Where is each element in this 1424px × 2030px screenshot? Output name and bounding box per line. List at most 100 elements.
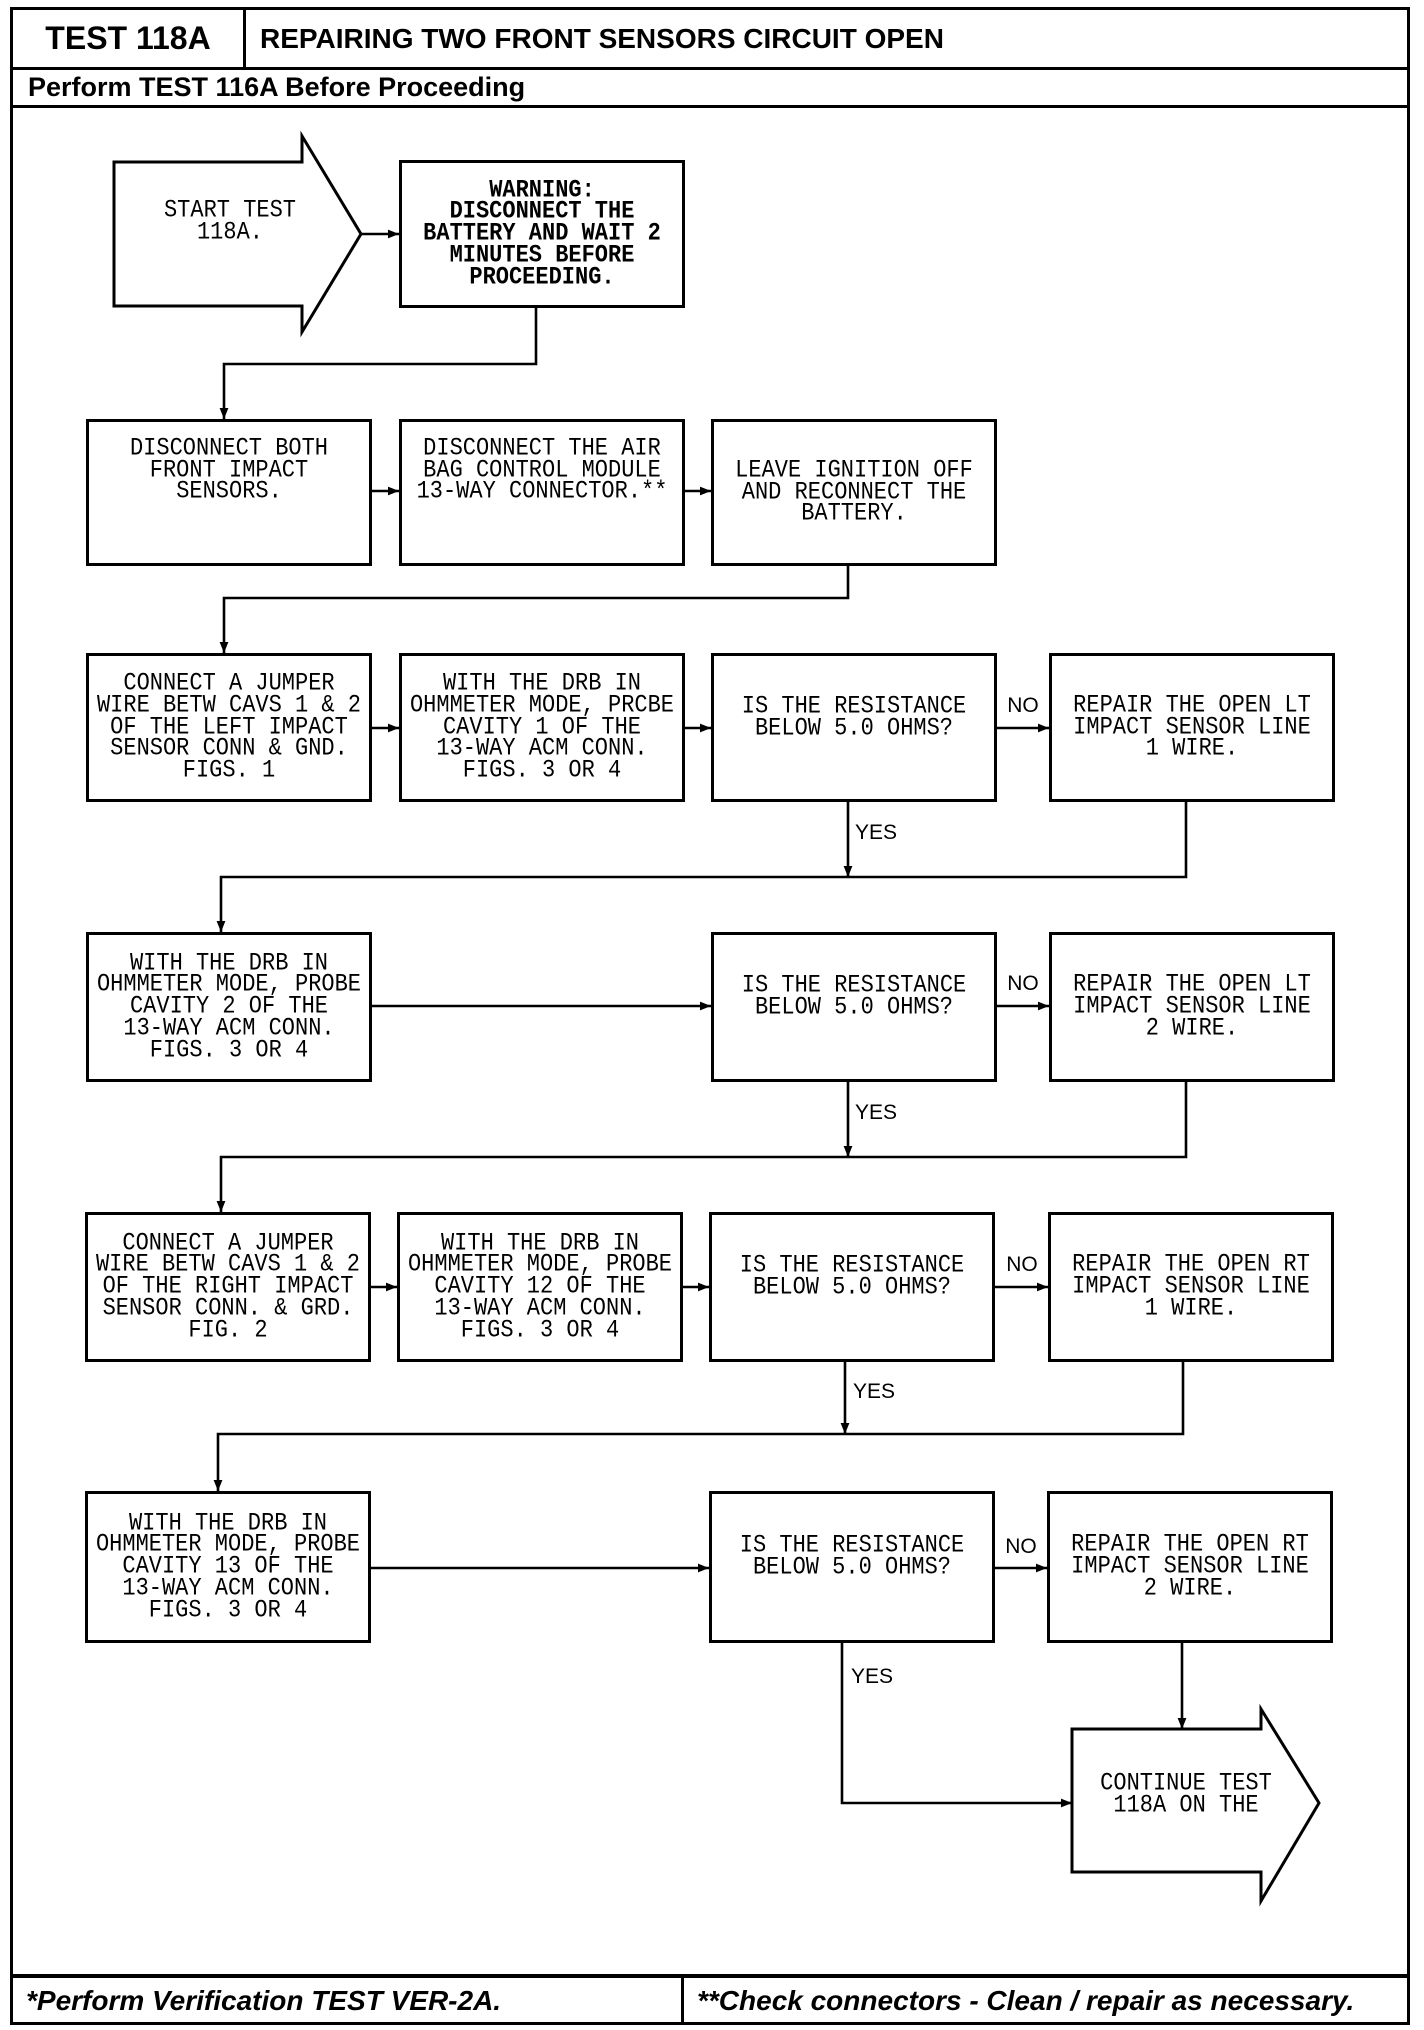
step-text-line: OHMMETER MODE, PRCBE xyxy=(409,691,675,720)
step-text-line: IMPACT SENSOR LINE xyxy=(1073,992,1311,1021)
no-branch-label: NO xyxy=(1007,694,1039,717)
continue-block-arrow xyxy=(1070,1703,1321,1907)
no-branch-label: NO xyxy=(1007,972,1039,995)
step-text-line: 13-WAY ACM CONN. xyxy=(434,1294,646,1323)
resistance-check-2-decision: IS THE RESISTANCE BELOW 5.0 OHMS? xyxy=(711,932,997,1082)
step-text-line: REPAIR THE OPEN RT xyxy=(1071,1530,1309,1559)
step-text-line: FIGS. 3 OR 4 xyxy=(148,1596,308,1625)
step-text-line: CAVITY 2 OF THE xyxy=(129,992,329,1021)
step-text-line: WITH THE DRB IN xyxy=(129,948,329,977)
step-text-line: 2 WIRE. xyxy=(1143,1574,1237,1603)
footer-rule xyxy=(10,1974,1410,1978)
warning-step: WARNING: DISCONNECT THE BATTERY AND WAIT… xyxy=(399,160,685,308)
step-text-line: CAVITY 12 OF THE xyxy=(434,1272,646,1301)
step-text-line: 118A ON THE xyxy=(1113,1790,1259,1819)
disconnect-sensors-step: DISCONNECT BOTH FRONT IMPACT SENSORS. xyxy=(86,419,372,566)
step-text-line: FIG. 2 xyxy=(188,1316,268,1345)
step-text-line: WARNING: xyxy=(489,175,595,204)
step-text-line: 2 WIRE. xyxy=(1145,1014,1239,1043)
step-text-line: SENSORS. xyxy=(176,477,282,506)
repair-rt-line-2-step: REPAIR THE OPEN RT IMPACT SENSOR LINE 2 … xyxy=(1047,1491,1333,1643)
repair-lt-line-2-step: REPAIR THE OPEN LT IMPACT SENSOR LINE 2 … xyxy=(1049,932,1335,1082)
step-text-line: FIGS. 3 OR 4 xyxy=(462,756,622,785)
jumper-left-step: CONNECT A JUMPER WIRE BETW CAVS 1 & 2 OF… xyxy=(86,653,372,802)
prerequisite-note: Perform TEST 116A Before Proceeding xyxy=(28,72,526,102)
step-text-line: IMPACT SENSOR LINE xyxy=(1071,1552,1309,1581)
step-text-line: BAG CONTROL MODULE xyxy=(423,456,661,485)
page-frame xyxy=(10,7,1410,2025)
step-text-line: 13-WAY ACM CONN. xyxy=(122,1574,334,1603)
step-text-line: BATTERY AND WAIT 2 xyxy=(423,219,661,248)
step-text-line: CONNECT A JUMPER xyxy=(122,1228,334,1257)
step-text-line: WIRE BETW CAVS 1 & 2 xyxy=(95,1250,361,1279)
step-text-line: DISCONNECT THE xyxy=(449,197,635,226)
disconnect-module-step: DISCONNECT THE AIR BAG CONTROL MODULE 13… xyxy=(399,419,685,566)
step-text-line: 13-WAY ACM CONN. xyxy=(123,1014,335,1043)
step-text-line: START TEST xyxy=(163,196,297,225)
step-text-line: SENSOR CONN. & GRD. xyxy=(102,1294,354,1323)
step-text-line: CAVITY 1 OF THE xyxy=(442,713,642,742)
repair-lt-line-1-step: REPAIR THE OPEN LT IMPACT SENSOR LINE 1 … xyxy=(1049,653,1335,802)
yes-branch-label: YES xyxy=(855,1101,898,1124)
step-text-line: AND RECONNECT THE xyxy=(741,478,967,507)
jumper-right-step: CONNECT A JUMPER WIRE BETW CAVS 1 & 2 OF… xyxy=(85,1212,371,1362)
no-branch-label: NO xyxy=(1005,1535,1037,1558)
no-branch-label: NO xyxy=(1006,1253,1038,1276)
continue-step: CONTINUE TEST 118A ON THE xyxy=(1072,1729,1300,1872)
step-text-line: OF THE LEFT IMPACT xyxy=(110,713,348,742)
yes-branch-label: YES xyxy=(853,1380,896,1403)
connector-repair-lt-1-return xyxy=(216,802,1188,932)
start-block-arrow xyxy=(112,130,363,338)
connector-repair-lt-2-return xyxy=(216,1082,1188,1212)
yes-branch-label: YES xyxy=(855,821,898,844)
step-text-line: CAVITY 13 OF THE xyxy=(122,1552,334,1581)
step-text-line: WIRE BETW CAVS 1 & 2 xyxy=(96,691,362,720)
page-title: REPAIRING TWO FRONT SENSORS CIRCUIT OPEN xyxy=(260,22,944,54)
step-text-line: REPAIR THE OPEN LT xyxy=(1073,691,1311,720)
header-divider xyxy=(243,7,246,69)
probe-cavity-13-step: WITH THE DRB IN OHMMETER MODE, PROBE CAV… xyxy=(85,1491,371,1643)
step-text-line: 118A. xyxy=(196,218,263,247)
step-text-line: DISCONNECT BOTH xyxy=(129,434,329,463)
step-text-line: MINUTES BEFORE xyxy=(449,241,635,270)
probe-cavity-2-step: WITH THE DRB IN OHMMETER MODE, PROBE CAV… xyxy=(86,932,372,1082)
step-text-line: CONTINUE TEST xyxy=(1100,1769,1272,1798)
start-step: START TEST 118A. xyxy=(114,162,346,306)
step-text-line: FIGS. 3 OR 4 xyxy=(460,1316,620,1345)
step-text-line: REPAIR THE OPEN LT xyxy=(1073,970,1311,999)
step-text-line: FIGS. 3 OR 4 xyxy=(149,1036,309,1065)
step-text-line: 13-WAY CONNECTOR.** xyxy=(416,477,668,506)
step-text-line: 1 WIRE. xyxy=(1144,1294,1238,1323)
connector-battery-to-jumper-left xyxy=(219,566,850,653)
header-rule xyxy=(10,67,1410,70)
step-text-line: FIGS. 1 xyxy=(182,756,276,785)
step-text-line: DISCONNECT THE AIR xyxy=(423,434,661,463)
probe-cavity-1-step: WITH THE DRB IN OHMMETER MODE, PRCBE CAV… xyxy=(399,653,685,802)
step-text-line: IMPACT SENSOR LINE xyxy=(1073,713,1311,742)
reconnect-battery-step: LEAVE IGNITION OFF AND RECONNECT THE BAT… xyxy=(711,419,997,566)
step-text-line: OF THE RIGHT IMPACT xyxy=(102,1272,354,1301)
resistance-check-1-decision: IS THE RESISTANCE BELOW 5.0 OHMS? xyxy=(711,653,997,802)
resistance-check-13-decision: IS THE RESISTANCE BELOW 5.0 OHMS? xyxy=(709,1491,995,1643)
step-text-line: WITH THE DRB IN xyxy=(442,669,642,698)
step-text-line: FRONT IMPACT xyxy=(149,456,309,485)
step-text-line: IS THE RESISTANCE xyxy=(739,1251,965,1280)
connector-note: **Check connectors - Clean / repair as n… xyxy=(697,1984,1355,2016)
step-text-line: BELOW 5.0 OHMS? xyxy=(752,1273,952,1302)
connector-repair-rt-1-return xyxy=(213,1362,1185,1491)
connector-check-13-yes xyxy=(840,1643,1072,1808)
step-text-line: BELOW 5.0 OHMS? xyxy=(754,993,954,1022)
step-text-line: LEAVE IGNITION OFF xyxy=(735,456,973,485)
step-text-line: PROCEEDING. xyxy=(469,263,615,292)
prerequisite-rule xyxy=(10,105,1410,108)
connector-warning-to-disconnect-sensors xyxy=(219,308,538,419)
step-text-line: IS THE RESISTANCE xyxy=(739,1531,965,1560)
repair-rt-line-1-step: REPAIR THE OPEN RT IMPACT SENSOR LINE 1 … xyxy=(1048,1212,1334,1362)
step-text-line: 13-WAY ACM CONN. xyxy=(436,734,648,763)
step-text-line: OHMMETER MODE, PROBE xyxy=(407,1250,673,1279)
step-text-line: SENSOR CONN & GND. xyxy=(110,734,348,763)
step-text-line: BATTERY. xyxy=(801,499,907,528)
test-id: TEST 118A xyxy=(45,20,211,56)
